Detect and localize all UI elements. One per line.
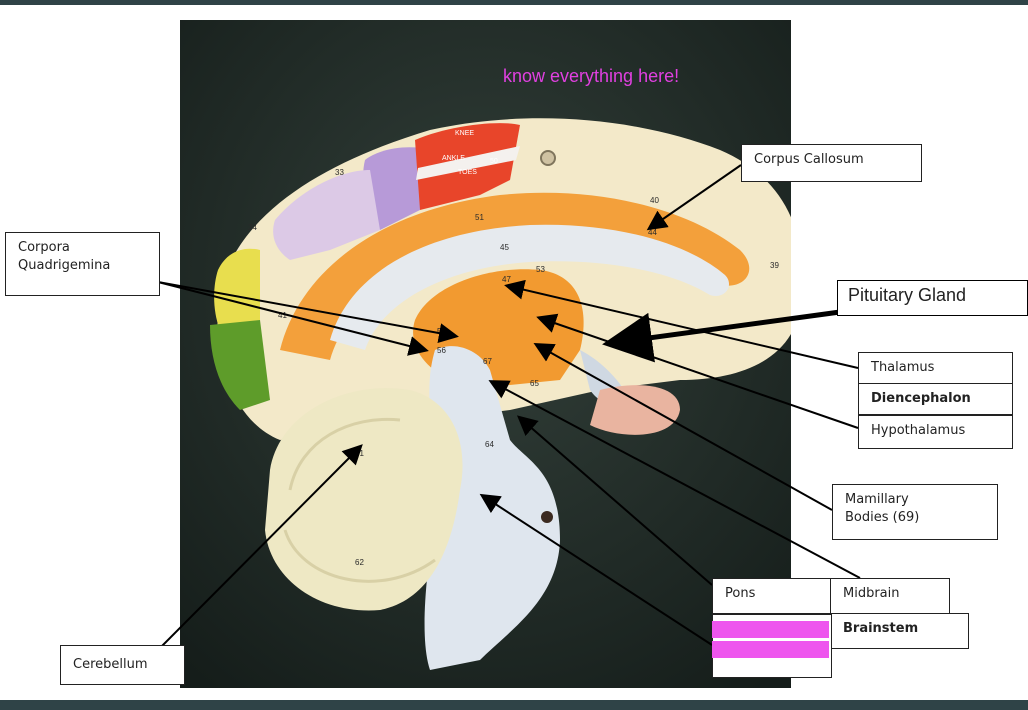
num-65: 65 xyxy=(530,379,539,388)
num-57: 57 xyxy=(437,327,446,336)
num-61: 61 xyxy=(355,449,364,458)
label-hypothalamus-text: Hypothalamus xyxy=(871,423,966,438)
num-41: 41 xyxy=(278,311,287,320)
num-67: 67 xyxy=(483,357,492,366)
label-pons: Pons xyxy=(712,578,832,614)
label-midbrain: Midbrain xyxy=(830,578,950,614)
corpus-callosum xyxy=(330,224,730,350)
label-corpora-quadrigemina: Corpora Quadrigemina xyxy=(5,232,160,296)
num-34: 34 xyxy=(248,223,257,232)
label-midbrain-text: Midbrain xyxy=(843,586,900,601)
label-thalamus: Thalamus xyxy=(858,352,1013,386)
num-47: 47 xyxy=(502,275,511,284)
purple-gyrus xyxy=(363,147,430,230)
lilac-gyrus xyxy=(273,170,380,260)
brain-model-illustration: KNEE ANKLE TOES 50 33 34 40 44 39 51 45 … xyxy=(180,20,791,688)
bottom-frame-bar xyxy=(0,700,1028,710)
label-corpora-line1: Corpora xyxy=(18,240,70,255)
brain-model-photo: KNEE ANKLE TOES 50 33 34 40 44 39 51 45 … xyxy=(180,20,791,688)
label-diencephalon-text: Diencephalon xyxy=(871,391,971,406)
num-44: 44 xyxy=(648,228,657,237)
white-stripe xyxy=(416,146,520,180)
temporal-lobe xyxy=(590,385,680,435)
num-69: 69 xyxy=(540,343,549,352)
num-51: 51 xyxy=(475,213,484,222)
num-64: 64 xyxy=(485,440,494,449)
label-thalamus-text: Thalamus xyxy=(871,360,935,375)
label-cerebellum: Cerebellum xyxy=(60,645,185,685)
num-40: 40 xyxy=(650,196,659,205)
label-pituitary-gland: Pituitary Gland xyxy=(837,280,1028,316)
num-62: 62 xyxy=(355,558,364,567)
label-pituitary-text: Pituitary Gland xyxy=(848,285,967,305)
num-50: 50 xyxy=(490,158,498,165)
annotation-note: know everything here! xyxy=(503,66,680,86)
label-corpus-callosum-text: Corpus Callosum xyxy=(754,152,864,167)
label-corpora-line2: Quadrigemina xyxy=(18,258,111,273)
toes-text: TOES xyxy=(458,169,477,176)
label-cerebellum-text: Cerebellum xyxy=(73,657,148,672)
label-brainstem: Brainstem xyxy=(830,613,969,649)
num-56: 56 xyxy=(437,346,446,355)
knee-text: KNEE xyxy=(455,130,474,137)
label-pons-text: Pons xyxy=(725,586,756,601)
label-mamillary-line2: Bodies (69) xyxy=(845,510,920,525)
label-mamillary-bodies: Mamillary Bodies (69) xyxy=(832,484,998,540)
label-diencephalon: Diencephalon xyxy=(858,383,1013,415)
ankle-text: ANKLE xyxy=(442,155,465,162)
pink-highlight-top xyxy=(712,621,829,638)
num-33: 33 xyxy=(335,168,344,177)
label-hypothalamus: Hypothalamus xyxy=(858,415,1013,449)
label-mamillary-line1: Mamillary xyxy=(845,492,909,507)
num-53: 53 xyxy=(536,265,545,274)
label-corpus-callosum: Corpus Callosum xyxy=(741,144,922,182)
top-frame-bar xyxy=(0,0,1028,5)
pink-highlight-bottom xyxy=(712,641,829,658)
label-brainstem-text: Brainstem xyxy=(843,621,919,636)
num-39: 39 xyxy=(770,261,779,270)
num-45: 45 xyxy=(500,243,509,252)
